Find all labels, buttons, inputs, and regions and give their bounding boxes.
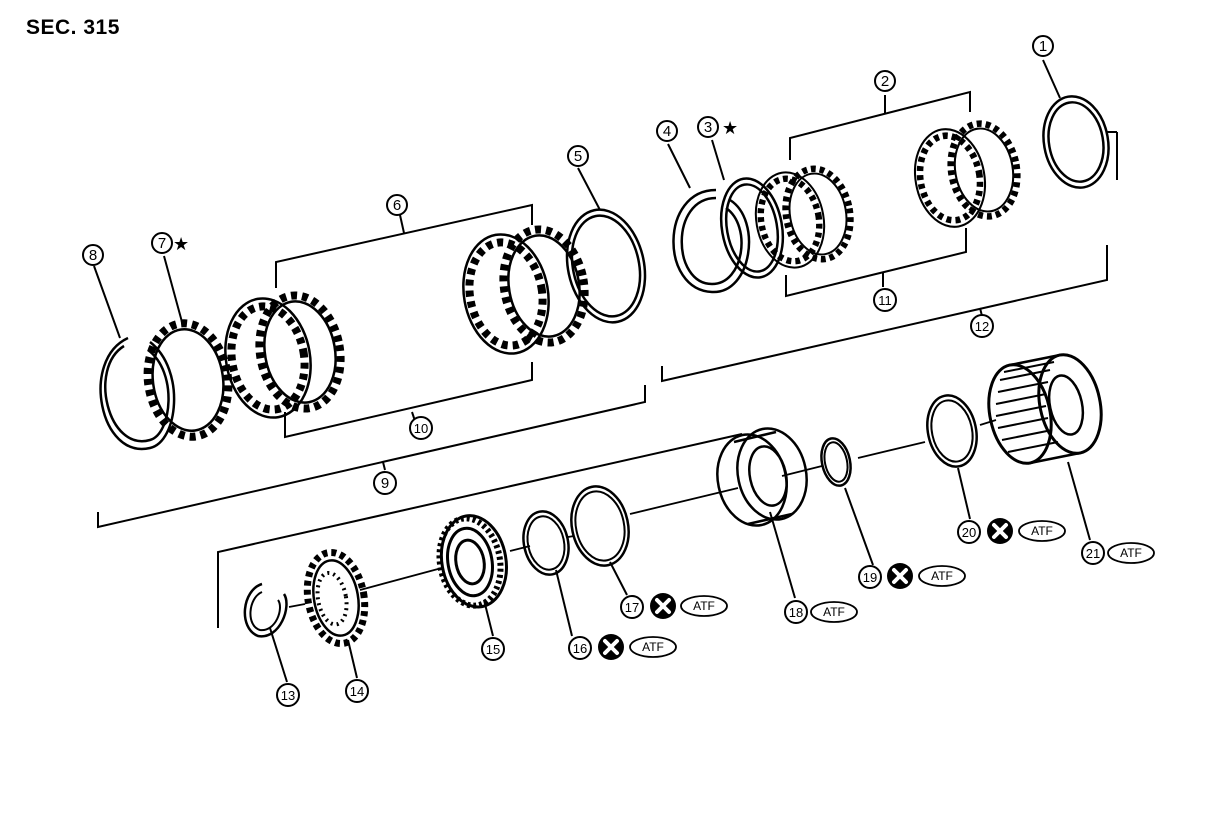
bracket-lower: [217, 433, 743, 628]
atf-badge-16-shape: [629, 636, 677, 658]
callout-11-circle: [873, 288, 897, 312]
callout-7: 7: [158, 235, 166, 252]
callout-1-circle: [1032, 35, 1054, 57]
atf-badge-17: ATF: [693, 599, 715, 613]
part-14-one-way-clutch: [303, 548, 369, 648]
part-1-retaining-plate: [1042, 95, 1110, 189]
callout-8: 8: [89, 247, 97, 264]
atf-badge-17-shape: [680, 595, 728, 617]
callout-12: 12: [975, 319, 989, 334]
part-17-oil-seal: [570, 485, 630, 567]
callout-18: 18: [789, 605, 803, 620]
callout-8-circle: [82, 244, 104, 266]
callout-16: 16: [573, 641, 587, 656]
callout-6: 6: [393, 197, 401, 214]
callout-17-circle: [620, 595, 644, 619]
atf-badge-21: ATF: [1120, 546, 1142, 560]
part-7-retaining-plate: [140, 318, 235, 442]
callout-20: 20: [962, 525, 976, 540]
callout-5: 5: [574, 148, 582, 165]
atf-badge-20-shape: [1018, 520, 1066, 542]
callout-4-circle: [656, 120, 678, 142]
part-15-bearing: [436, 514, 508, 609]
part-21-drum: [987, 353, 1103, 465]
part-3-retaining-plate: [719, 177, 785, 279]
callout-18-circle: [784, 600, 808, 624]
callout-1: 1: [1039, 38, 1047, 55]
atf-badge-19-shape: [918, 565, 966, 587]
atf-badge-18-shape: [810, 601, 858, 623]
part-4-snap-ring: [672, 188, 751, 294]
callout-21: 21: [1086, 546, 1100, 561]
callout-3: 3: [704, 119, 712, 136]
section-title: SEC. 315: [26, 16, 120, 39]
callout-11: 11: [878, 293, 892, 308]
callout-13-circle: [276, 683, 300, 707]
callout-14: 14: [350, 684, 364, 699]
callout-17: 17: [625, 600, 639, 615]
callout-13: 13: [281, 688, 295, 703]
callout-14-circle: [345, 679, 369, 703]
callout-3-circle: [697, 116, 719, 138]
atf-badge-20: ATF: [1031, 524, 1053, 538]
callout-10-circle: [409, 416, 433, 440]
part-16-oil-seal: [522, 510, 570, 576]
callout-10: 10: [414, 421, 428, 436]
star-icon-3: ★: [722, 118, 738, 138]
part-20-oil-seal: [926, 394, 978, 468]
bracket-2: [789, 90, 971, 160]
atf-badge-16: ATF: [642, 640, 664, 654]
part-5-dish-plate: [565, 208, 647, 324]
star-icon-7: ★: [173, 234, 189, 254]
bracket-11: [785, 228, 967, 298]
callout-9: 9: [381, 475, 389, 492]
callout-16-circle: [568, 636, 592, 660]
x-mark-icons: [598, 518, 1013, 660]
callout-20-circle: [957, 520, 981, 544]
atf-badge-19: ATF: [931, 569, 953, 583]
callout-2: 2: [881, 73, 889, 90]
part-19-oil-seal: [820, 437, 852, 487]
callout-7-circle: [151, 232, 173, 254]
callout-2-circle: [874, 70, 896, 92]
part-13-snap-ring: [243, 582, 288, 638]
callout-19-circle: [858, 565, 882, 589]
part-8-snap-ring: [99, 336, 176, 451]
callout-5-circle: [567, 145, 589, 167]
callout-12-circle: [970, 314, 994, 338]
callout-9-circle: [373, 471, 397, 495]
part-18-piston: [716, 427, 808, 527]
atf-badge-21-shape: [1107, 542, 1155, 564]
bracket-12: [661, 262, 1108, 383]
callout-19: 19: [863, 570, 877, 585]
bracket-9: [97, 385, 646, 529]
atf-badge-18: ATF: [823, 605, 845, 619]
bracket-10: [284, 362, 533, 439]
callout-15-circle: [481, 637, 505, 661]
callout-21-circle: [1081, 541, 1105, 565]
part-10-plates: [216, 223, 593, 424]
callout-15: 15: [486, 642, 500, 657]
bracket-6: [275, 203, 533, 288]
callout-4: 4: [663, 123, 671, 140]
callout-6-circle: [386, 194, 408, 216]
